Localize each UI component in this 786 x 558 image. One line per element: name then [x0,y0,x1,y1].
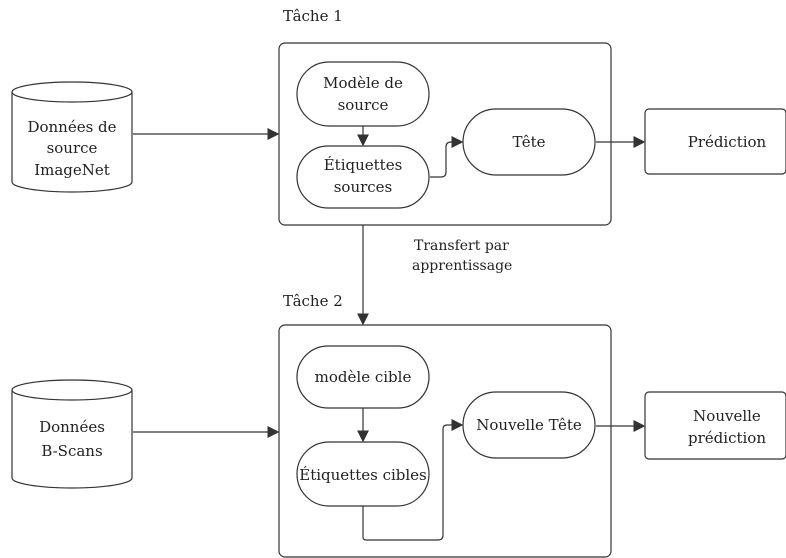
source-labels-node: Étiquettes sources [296,145,430,209]
target-data-cylinder: Données B-Scans [11,379,133,489]
new-prediction-node: Nouvelle prédiction [644,391,786,460]
source-data-cylinder: Données de source ImageNet [11,81,133,193]
target-labels-node: Étiquettes cibles [296,441,430,507]
new-prediction-line2: prédiction [688,429,766,447]
new-prediction-line1: Nouvelle [693,407,761,425]
new-head-node: Nouvelle Tête [462,391,596,459]
source-labels-line2: sources [334,178,393,196]
target-data-line1: Données [39,418,105,436]
source-labels-line1: Étiquettes [324,156,403,174]
prediction-node: Prédiction [644,108,786,175]
target-labels-label: Étiquettes cibles [299,466,427,484]
source-data-line2: source [47,139,98,157]
transfer-line1: Transfert par [414,238,509,254]
prediction-label: Prédiction [688,133,767,151]
target-model-label: modèle cible [315,368,412,386]
target-model-node: modèle cible [296,345,430,409]
head-node: Tête [462,108,596,176]
transfer-line2: apprentissage [412,258,512,274]
new-head-label: Nouvelle Tête [476,416,582,434]
source-data-line3: ImageNet [34,161,110,179]
labels-to-head-arrow [430,136,464,178]
source-model-line2: source [338,96,389,114]
head-label: Tête [512,133,545,151]
target-labels-to-new-head-arrow [362,419,464,541]
source-data-line1: Données de [27,118,116,136]
source-model-node: Modèle de source [296,61,430,127]
source-model-line1: Modèle de [323,74,403,92]
task2-title: Tâche 2 [283,292,343,310]
task1-title: Tâche 1 [283,7,343,25]
target-data-line2: B-Scans [41,442,102,460]
